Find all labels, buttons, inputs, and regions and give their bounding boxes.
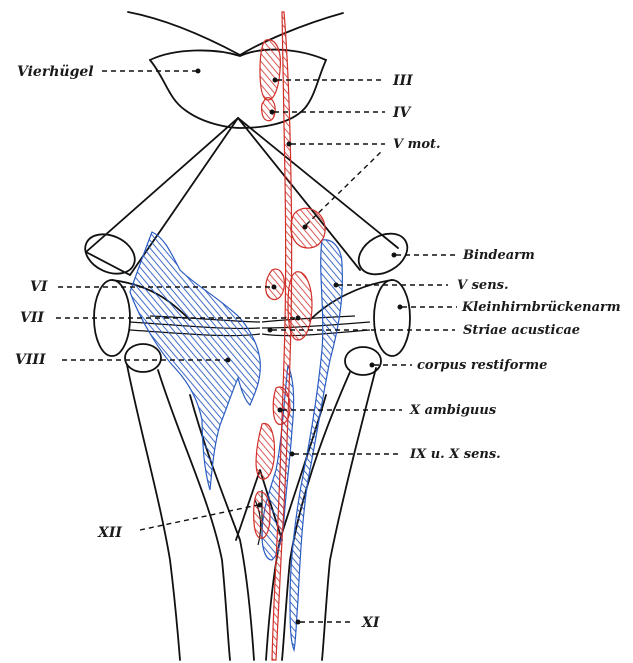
label-vierhugel: Vierhügel (17, 64, 94, 80)
label-iv: IV (392, 105, 413, 121)
label-xi: XI (361, 615, 380, 631)
label-corpus-restiforme: corpus restiforme (417, 358, 547, 373)
label-viii: VIII (15, 352, 46, 368)
label-vi: VI (30, 279, 48, 295)
label-kleinhirnbrueckenarm: Kleinhirnbrückenarm (461, 300, 621, 315)
label-vii: VII (20, 310, 44, 326)
label-iii: III (392, 73, 413, 89)
xii-nucleus (254, 492, 270, 539)
left-sensory-area (130, 232, 260, 490)
label-striae-acusticae: Striae acusticae (463, 323, 580, 338)
label-x-ambiguus: X ambiguus (409, 403, 497, 418)
label-ix-x-sens: IX u. X sens. (409, 447, 501, 462)
label-v-mot: V mot. (393, 137, 441, 152)
vi-nucleus (266, 269, 285, 299)
label-xii: XII (97, 525, 122, 541)
x-ambiguus-nucleus (273, 387, 290, 424)
iv-nucleus (262, 98, 276, 121)
labels: Vierhügel III IV V mot. Bindearm V sens.… (15, 64, 621, 631)
v-motor-nucleus (291, 208, 325, 248)
ix-nucleus (256, 423, 274, 479)
label-bindearm: Bindearm (462, 248, 535, 263)
label-v-sens: V sens. (457, 278, 509, 293)
iii-nucleus (260, 40, 280, 100)
